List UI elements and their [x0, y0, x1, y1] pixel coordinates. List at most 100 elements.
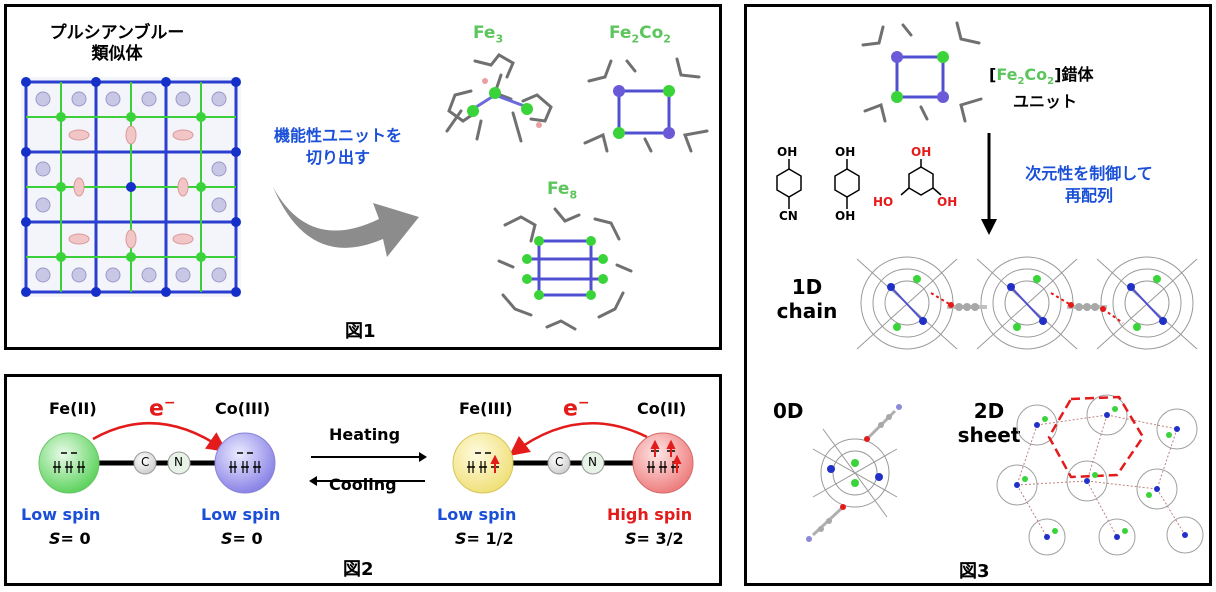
unit-co-sub: 2 — [1047, 76, 1055, 88]
fe-iii-label: Fe(III) — [459, 399, 513, 418]
fe-ii-spin-value: S= 0 — [49, 529, 91, 548]
label-chain: chain — [776, 299, 838, 323]
fe8-sub: 8 — [569, 188, 578, 202]
fe2co2-unit-structure-image — [861, 21, 983, 123]
linker-molecule-3: OH HO OH — [873, 145, 965, 229]
unit-suffix: 錯体 — [1061, 65, 1094, 84]
heating-label: Heating — [329, 425, 401, 444]
linker1-oh: OH — [777, 145, 798, 159]
cut-out-text: 機能性ユニットを 切り出す — [253, 125, 423, 169]
electron-label-left: e− — [149, 395, 176, 421]
carbon-atom-right: C — [555, 455, 564, 469]
fe2co2-co: Co — [639, 23, 664, 43]
curved-arrow-icon — [273, 187, 419, 257]
pba-lattice-image — [21, 77, 241, 297]
fe3-base: Fe — [473, 23, 496, 43]
fe2co2-co-sub: 2 — [663, 32, 671, 46]
figure-1-panel: プルシアンブルー 類似体 — [4, 4, 722, 350]
fe-iii-spin-value: S= 1/2 — [455, 529, 514, 548]
pba-label-line2: 類似体 — [91, 44, 143, 64]
dimension-control-text: 次元性を制御して 再配列 — [999, 163, 1179, 207]
linker3-oh-right: OH — [937, 195, 958, 209]
linker3-ho-left: HO — [873, 195, 894, 209]
pba-label: プルシアンブルー 類似体 — [37, 23, 197, 65]
fe3-structure-image — [445, 53, 553, 143]
label-1d: 1D — [791, 275, 823, 299]
1d-chain-structure-image — [856, 256, 1198, 350]
co-iii-spin-label: Low spin — [201, 505, 281, 524]
fe8-structure-image — [497, 207, 633, 331]
pba-label-line1: プルシアンブルー — [49, 23, 185, 43]
fe-ii-s-value: = 0 — [60, 529, 91, 548]
co-iii-s-value: = 0 — [232, 529, 263, 548]
fe8-label: Fe8 — [547, 179, 577, 201]
electron-left-sup: − — [163, 395, 176, 411]
fe-ii-spin-label: Low spin — [21, 505, 101, 524]
s-symbol: S — [49, 529, 61, 548]
linker2-oh-top: OH — [835, 145, 856, 159]
0d-structure-image — [806, 404, 902, 542]
s-symbol: S — [625, 529, 637, 548]
fe2co2-fe-sub: 2 — [631, 32, 640, 46]
co-iii-label: Co(III) — [215, 399, 271, 418]
dimension-control-line2: 再配列 — [1064, 186, 1113, 205]
figure-3-panel: [Fe2Co2]錯体 ユニット 次元性を制御して 再配列 OH CN OH OH… — [744, 4, 1212, 586]
benzene-ring-icon — [900, 159, 942, 196]
benzene-ring-icon — [834, 159, 860, 209]
co-ii-label: Co(II) — [637, 399, 687, 418]
benzene-ring-icon — [776, 159, 802, 209]
linker2-oh-bottom: OH — [835, 209, 856, 223]
label-2d: 2D — [973, 399, 1005, 423]
co-ii-s-value: = 3/2 — [636, 529, 684, 548]
co-ii-spin-value: S= 3/2 — [625, 529, 684, 548]
label-1d-chain: 1D chain — [767, 275, 847, 323]
down-arrow-icon — [981, 133, 997, 235]
s-symbol: S — [455, 529, 467, 548]
fe-iii-s-value: = 1/2 — [466, 529, 514, 548]
nitrogen-atom-right: N — [588, 455, 597, 469]
fe2co2-unit-line2: ユニット — [1013, 92, 1078, 112]
figure-1-caption: 図1 — [345, 321, 376, 342]
label-2d-sheet: 2D sheet — [949, 399, 1029, 447]
unit-fe: Fe — [996, 65, 1018, 84]
unit-bracket-close: ] — [1054, 65, 1062, 84]
fe3-label: Fe3 — [473, 23, 503, 45]
nitrogen-atom-left: N — [174, 455, 183, 469]
figure-3-caption: 図3 — [959, 561, 990, 582]
s-symbol: S — [221, 529, 233, 548]
cut-out-text-line2: 切り出す — [305, 148, 370, 167]
fe2co2-label: Fe2Co2 — [609, 23, 671, 45]
dimension-control-line1: 次元性を制御して — [1025, 164, 1153, 183]
cut-out-text-line1: 機能性ユニットを — [273, 126, 402, 145]
figure-2-caption: 図2 — [343, 559, 374, 580]
electron-left-e: e — [149, 396, 164, 422]
co-iii-spin-value: S= 0 — [221, 529, 263, 548]
label-0d: 0D — [773, 399, 804, 423]
linker-molecule-2: OH OH — [829, 145, 869, 229]
electron-label-right: e− — [563, 395, 590, 421]
fe-ii-label: Fe(II) — [49, 399, 97, 418]
cooling-label: Cooling — [329, 475, 397, 494]
charge-transfer-pair-diagram — [452, 422, 694, 494]
unit-co: Co — [1024, 65, 1048, 84]
equilibrium-arrows-icon — [309, 452, 427, 486]
linker3-oh-top: OH — [911, 145, 932, 159]
fe3-sub: 3 — [495, 32, 504, 46]
fe2co2-unit-line1: [Fe2Co2]錯体 — [989, 65, 1093, 92]
unit-fe-sub: 2 — [1017, 76, 1025, 88]
fe8-base: Fe — [547, 179, 570, 199]
fe2co2-structure-image — [583, 57, 709, 153]
unit-bracket-open: [ — [989, 65, 997, 84]
linker-molecule-1: OH CN — [771, 145, 811, 229]
fe2co2-unit-label: [Fe2Co2]錯体 ユニット — [989, 65, 1093, 112]
linker1-cn: CN — [779, 209, 798, 223]
figure-2-panel: Fe(II) Co(III) Fe(III) Co(II) e− e− — [4, 374, 722, 586]
electron-right-sup: − — [577, 395, 590, 411]
2d-sheet-structure-image — [996, 394, 1204, 556]
fe2co2-fe: Fe — [609, 23, 632, 43]
electron-right-e: e — [563, 396, 578, 422]
label-sheet: sheet — [957, 423, 1021, 447]
co-ii-spin-label: High spin — [607, 505, 693, 524]
low-spin-pair-diagram — [38, 421, 276, 494]
fe-iii-spin-label: Low spin — [437, 505, 517, 524]
